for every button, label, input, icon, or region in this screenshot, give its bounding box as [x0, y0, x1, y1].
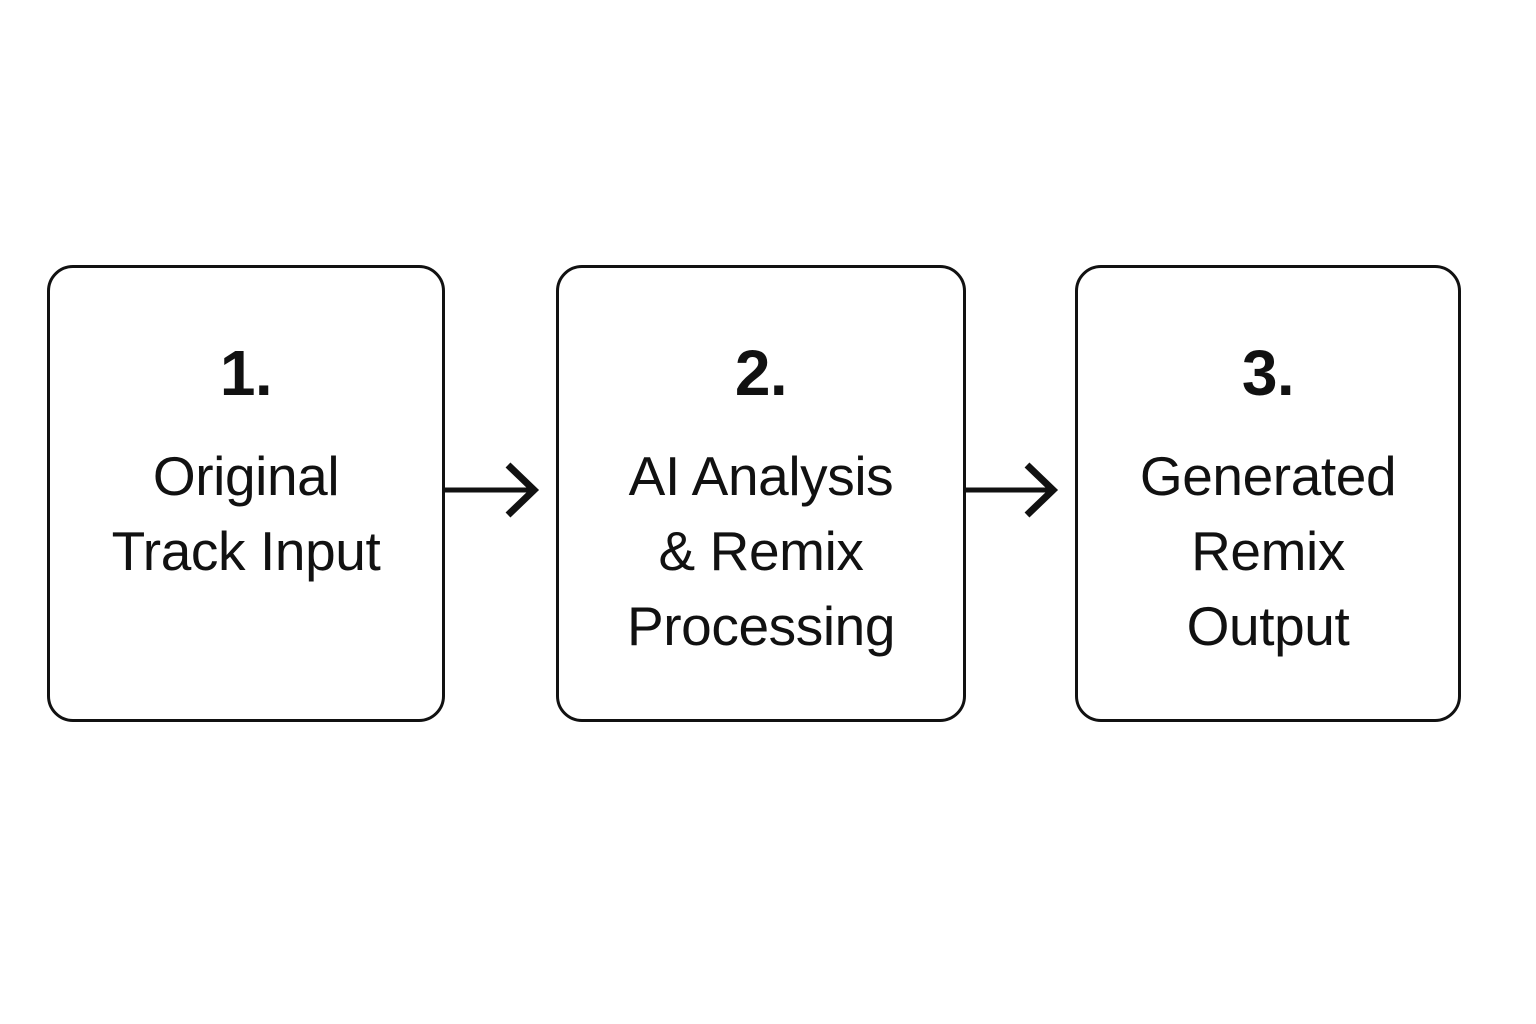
connector-arrow-2 — [965, 265, 1075, 722]
arrow-right-icon — [965, 462, 1059, 518]
connector-arrow-1 — [444, 265, 556, 722]
step-3-label-line-3: Output — [1186, 595, 1350, 657]
step-3-label-line-1: Generated — [1139, 445, 1397, 507]
step-1-label-line-1: Original — [152, 445, 340, 507]
step-3-label-line-2: Remix — [1191, 520, 1345, 582]
arrow-right-icon — [444, 462, 540, 518]
step-1-number: 1. — [219, 337, 273, 409]
flow-step-1[interactable]: 1. Original Track Input — [47, 265, 445, 722]
step-2-number: 2. — [734, 337, 788, 409]
step-1-label-line-2: Track Input — [111, 520, 381, 582]
step-2-label-line-2: & Remix — [658, 520, 864, 582]
flowchart-row: 1. Original Track Input 2. AI Analysis &… — [0, 265, 1536, 722]
flow-step-3[interactable]: 3. Generated Remix Output — [1075, 265, 1461, 722]
step-3-number: 3. — [1241, 337, 1295, 409]
step-3-label: Generated Remix Output — [1139, 439, 1397, 664]
step-2-label-line-3: Processing — [626, 595, 896, 657]
step-1-label: Original Track Input — [112, 439, 381, 589]
step-2-label: AI Analysis & Remix Processing — [627, 439, 895, 664]
flow-step-2[interactable]: 2. AI Analysis & Remix Processing — [556, 265, 966, 722]
step-2-label-line-1: AI Analysis — [628, 445, 894, 507]
